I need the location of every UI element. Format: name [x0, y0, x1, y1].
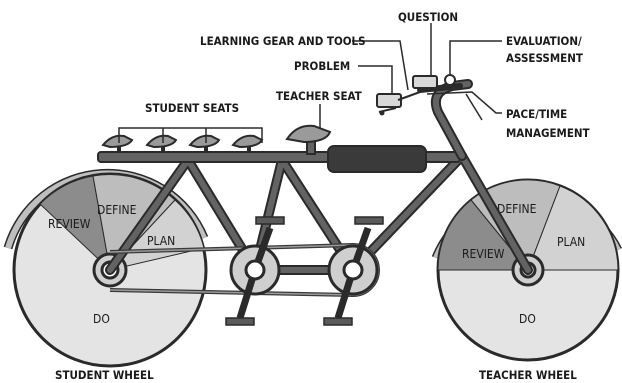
teacher-review-label: REVIEW — [462, 247, 505, 261]
evaluation-bell — [444, 74, 456, 86]
problem-label: PROBLEM — [294, 59, 350, 73]
teacher-segment-review — [437, 199, 530, 271]
handlebar — [417, 79, 473, 161]
rear-crankset — [323, 216, 384, 326]
teacher-define-label: DEFINE — [497, 202, 537, 216]
student-seats — [101, 134, 264, 153]
front-crankset — [225, 216, 285, 326]
pedal-top-rear — [354, 216, 384, 225]
teacher-seat-label: TEACHER SEAT — [276, 89, 362, 103]
learning-gear-label: LEARNING GEAR AND TOOLS — [200, 34, 366, 48]
teacher-segment-plan — [527, 185, 619, 271]
pace-label-line1: PACE/TIME — [506, 107, 567, 121]
student-segment-define — [92, 174, 176, 272]
student-plan-label: PLAN — [147, 234, 175, 248]
evaluation-label-line1: EVALUATION/ — [506, 34, 582, 48]
handlebar-gadgets — [376, 74, 456, 116]
teacher-plan-label: PLAN — [557, 235, 585, 249]
pedal-bottom-rear — [323, 317, 353, 326]
question-label: QUESTION — [398, 10, 458, 24]
teacher-wheel-label: TEACHER WHEEL — [479, 368, 577, 382]
student-do-label: DO — [93, 312, 110, 326]
teacher-do-label: DO — [519, 312, 536, 326]
teacher-seat — [285, 124, 332, 155]
callout-lines — [118, 23, 502, 143]
pace-label-line2: MANAGEMENT — [506, 126, 590, 140]
student-wheel-label: STUDENT WHEEL — [55, 368, 154, 382]
pedal-top-front — [255, 216, 285, 225]
student-seats-label: STUDENT SEATS — [145, 101, 239, 115]
student-review-label: REVIEW — [48, 217, 91, 231]
evaluation-label-line2: ASSESSMENT — [506, 51, 583, 65]
pedal-bottom-front — [225, 317, 255, 326]
problem-box — [376, 93, 402, 108]
frame-bag — [327, 145, 427, 173]
student-define-label: DEFINE — [97, 203, 137, 217]
question-box — [412, 75, 438, 89]
